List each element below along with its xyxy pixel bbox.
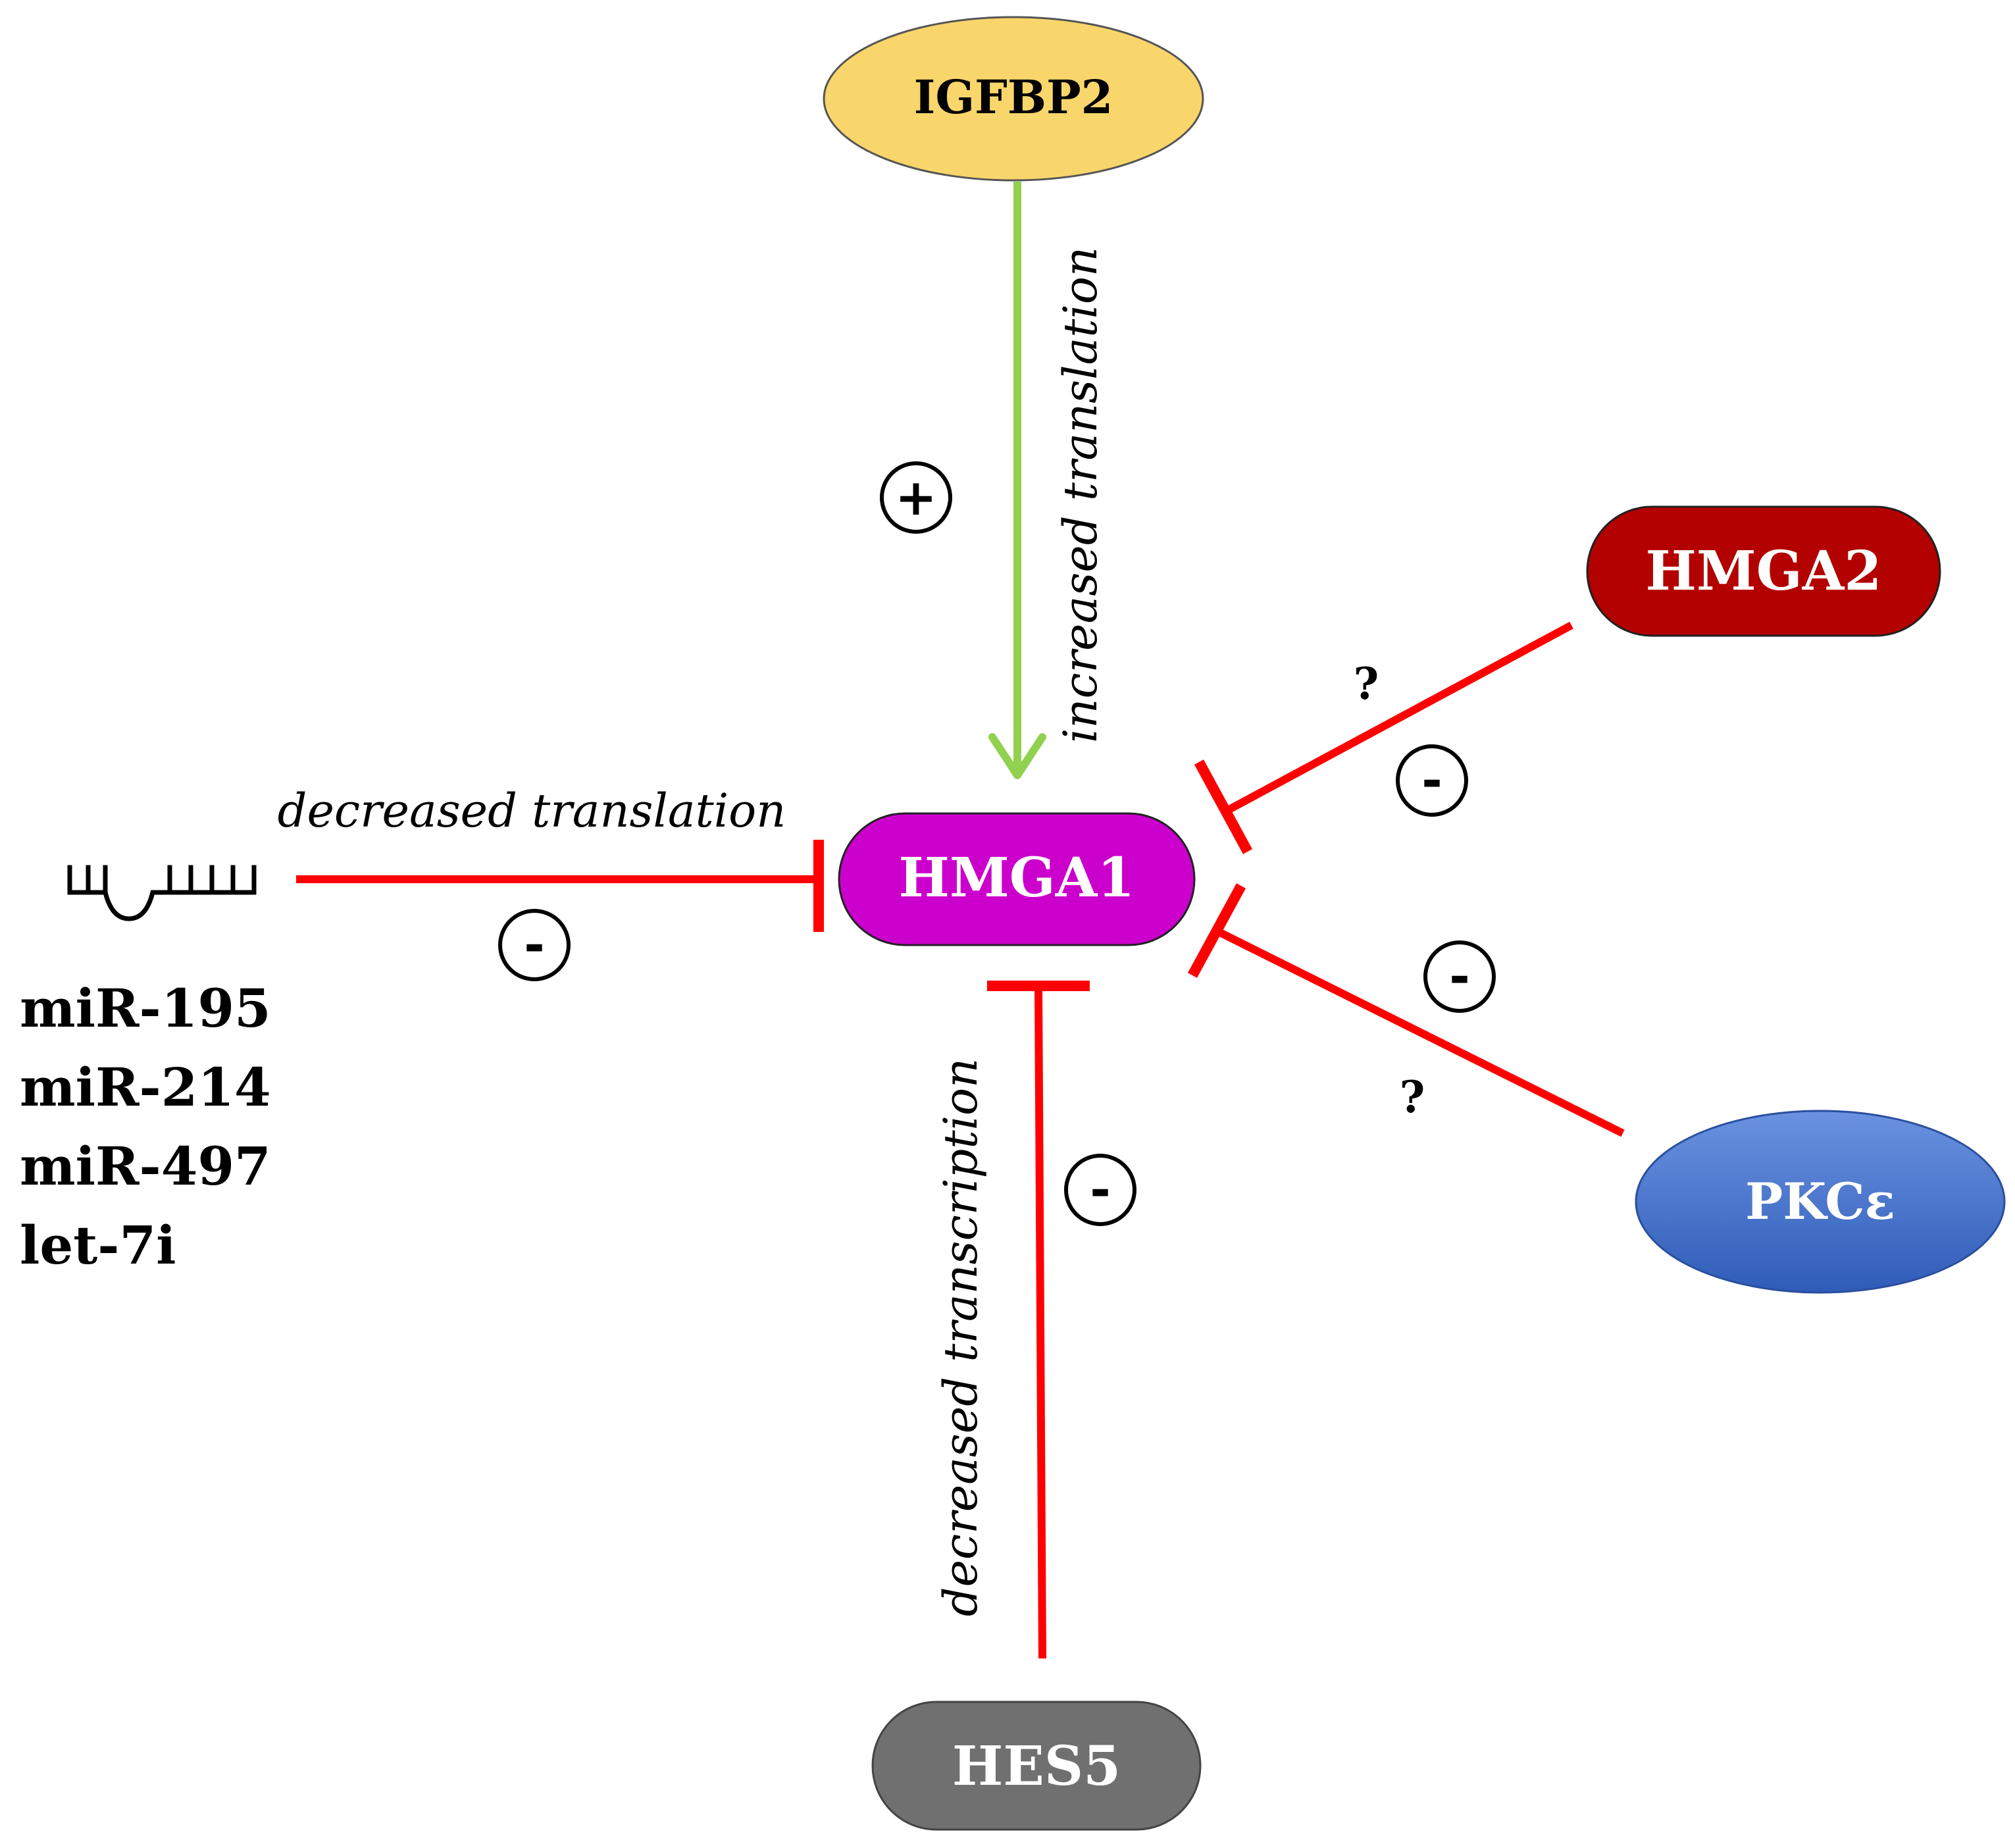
- node-igfbp2-shape: [823, 16, 1204, 182]
- sign-symbol: -: [1449, 947, 1470, 1006]
- node-hmga2-label: HMGA2: [1646, 540, 1882, 603]
- minus-sign-hmga2: -: [1396, 744, 1468, 817]
- edge-hmga2-to-hmga1: [1194, 621, 1573, 854]
- minus-sign-pkce: -: [1423, 940, 1496, 1013]
- node-hes5-label: HES5: [952, 1735, 1121, 1798]
- decreased-transcription-label: decreased transcription: [934, 1058, 988, 1616]
- mirna-item: miR-497: [20, 1135, 271, 1197]
- plus-sign-igfbp2: +: [880, 461, 952, 534]
- node-pkce: PKCε: [1635, 1110, 2006, 1294]
- mirna-list: miR-195 miR-214 miR-497 let-7i: [20, 977, 271, 1276]
- mirna-strand: [67, 890, 257, 921]
- edge-igfbp2-to-hmga1: [988, 182, 1046, 779]
- mirna-hairpin-icon: [67, 865, 257, 921]
- sign-circle: [1423, 940, 1496, 1013]
- question-mark-hmga2: ?: [1354, 658, 1379, 709]
- activation-arrow-head: [988, 733, 1046, 779]
- increased-translation-label: increased translation: [1054, 247, 1108, 743]
- node-hmga1-shape: [838, 812, 1196, 946]
- node-igfbp2: IGFBP2: [823, 16, 1204, 182]
- sign-symbol: -: [1421, 751, 1442, 809]
- node-hmga2: HMGA2: [1586, 505, 1941, 637]
- sign-symbol: +: [895, 468, 937, 526]
- mirna-item: let-7i: [20, 1214, 176, 1276]
- node-igfbp2-label: IGFBP2: [914, 70, 1113, 124]
- sign-symbol: -: [524, 915, 545, 974]
- sign-circle: [880, 461, 952, 534]
- node-pkce-label: PKCε: [1745, 1172, 1895, 1231]
- sign-circle: [1396, 744, 1468, 817]
- decreased-translation-label: decreased translation: [278, 784, 786, 838]
- mirna-item: miR-214: [20, 1056, 271, 1118]
- sign-symbol: -: [1090, 1160, 1111, 1219]
- edge-hes5-to-hmga1: [987, 981, 1090, 1659]
- inhibition-bar: [1194, 759, 1253, 854]
- node-hes5: HES5: [871, 1701, 1202, 1831]
- question-mark-pkce: ?: [1400, 1071, 1425, 1123]
- minus-sign-mirna: -: [498, 909, 571, 981]
- mirna-item: miR-195: [20, 977, 271, 1039]
- inhibition-line: [1225, 621, 1573, 815]
- node-pkce-shape: [1635, 1110, 2006, 1294]
- sign-circle: [1064, 1154, 1136, 1226]
- edge-mirna-to-hmga1: [296, 840, 824, 932]
- inhibition-line: [1217, 928, 1625, 1137]
- minus-sign-hes5: -: [1064, 1154, 1136, 1226]
- edge-pkce-to-hmga1: [1187, 883, 1625, 1137]
- node-hmga1: HMGA1: [838, 812, 1196, 946]
- sign-circle: [498, 909, 571, 981]
- inhibition-bar: [1187, 883, 1246, 978]
- node-hes5-shape: [871, 1701, 1202, 1831]
- inhibition-line: [1034, 985, 1046, 1659]
- node-hmga2-shape: [1586, 505, 1941, 637]
- node-hmga1-label: HMGA1: [899, 846, 1135, 910]
